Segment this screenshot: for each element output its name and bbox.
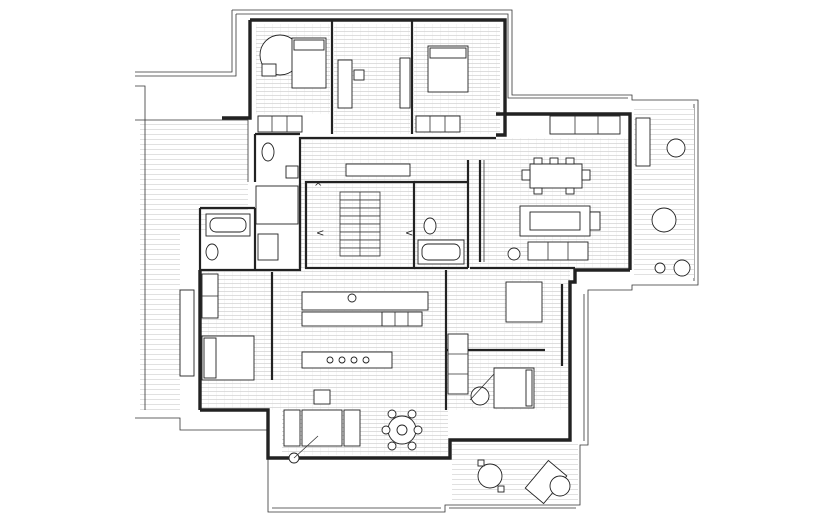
- dining-area-furniture: [521, 115, 621, 195]
- stair-arrow-left-2: <: [405, 228, 413, 239]
- lounge-south-furniture: [283, 389, 423, 464]
- bedroom-south-west-furniture: [179, 273, 255, 381]
- stair-arrow-left: <: [316, 228, 324, 239]
- walls: [198, 18, 632, 460]
- bathroom-west-furniture: [205, 213, 279, 261]
- study-furniture: [337, 59, 365, 109]
- terrace-east-furniture: [635, 117, 691, 277]
- bedroom-north-west-furniture: [257, 34, 327, 133]
- stair-arrow-up: ^: [314, 182, 322, 193]
- stair: ^ < <: [314, 182, 413, 257]
- shelving-hall: [345, 163, 411, 177]
- bathroom-north-furniture: [261, 142, 299, 179]
- living-area-furniture: [478, 160, 601, 262]
- bathroom-centre-furniture: [417, 217, 465, 265]
- bedroom-north-east-furniture: [399, 45, 469, 133]
- kitchen-furniture: [301, 291, 429, 369]
- terrace-west-deck-lower: [140, 232, 180, 412]
- bedroom-south-east-furniture: [447, 281, 564, 409]
- terrace-south-furniture: [477, 459, 571, 505]
- wardrobe-hall: [255, 185, 299, 225]
